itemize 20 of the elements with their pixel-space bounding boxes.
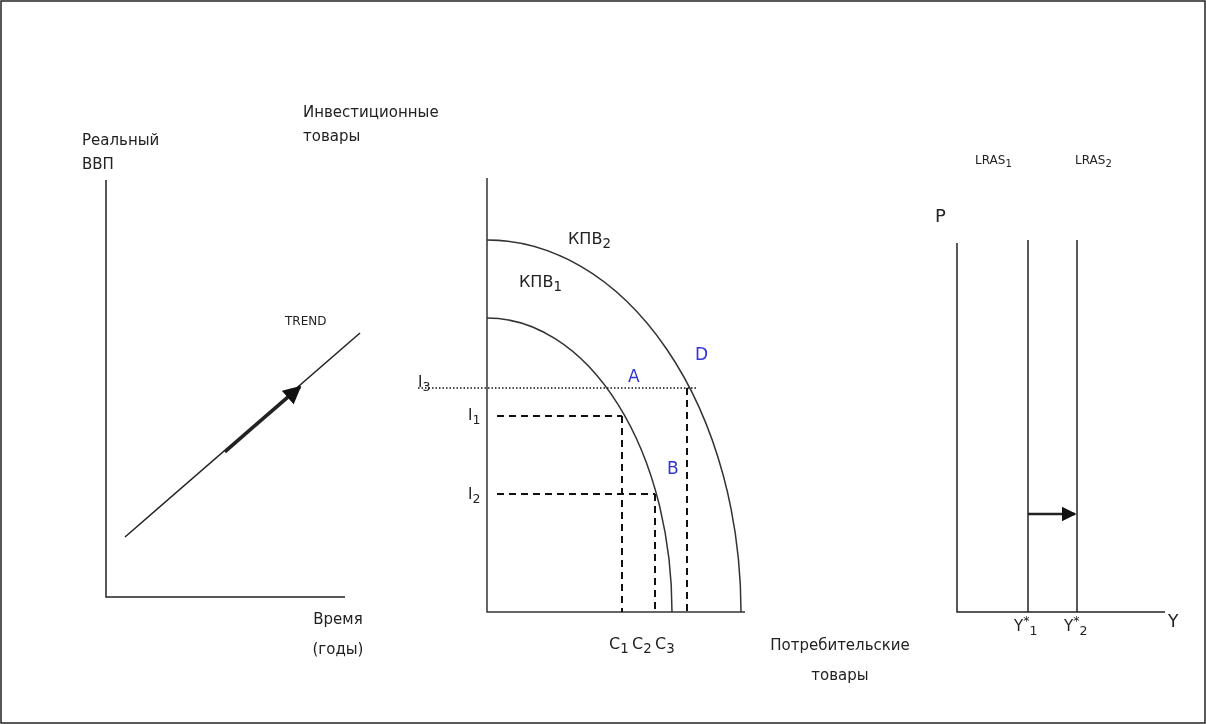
tick-label: I$_{3}$ — [418, 372, 431, 396]
tick-label: C$_{1}$ — [609, 633, 629, 659]
axis-label: P — [935, 204, 946, 228]
tick-label: I$_{2}$ — [468, 484, 481, 508]
tick-label: C$_{2}$ — [632, 633, 652, 659]
axis-label: Время (годы) — [311, 609, 365, 660]
point-label: B — [667, 457, 679, 480]
tick-label: C$_{3}$ — [655, 633, 675, 659]
curve-label: КПВ$_{2}$ — [568, 228, 611, 254]
point-label: D — [695, 343, 709, 366]
tick-label: I$_{1}$ — [468, 405, 481, 429]
point-label: A — [628, 365, 640, 388]
axis-label: Инвестиционные товары — [303, 102, 440, 147]
axis-label: Потребительские товары — [769, 635, 911, 686]
curve-label: LRAS$_{2}$ — [1075, 152, 1112, 172]
axis-label: Y — [1168, 610, 1179, 633]
curve-label: LRAS$_{1}$ — [975, 152, 1012, 172]
curve-label: TREND — [285, 313, 327, 330]
axis-label: Реальный ВВП — [82, 130, 161, 175]
curve-label: КПВ$_{1}$ — [519, 271, 562, 297]
